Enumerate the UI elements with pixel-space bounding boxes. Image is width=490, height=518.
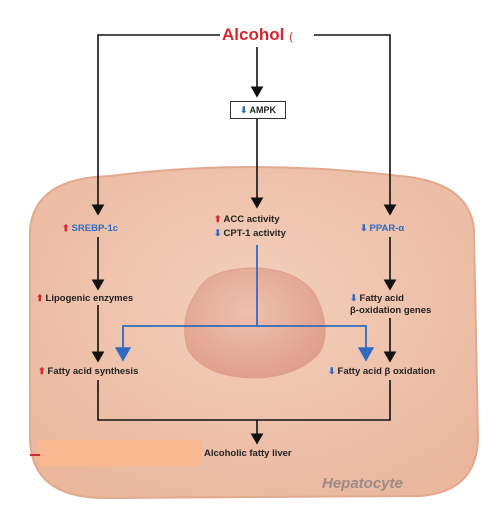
cpt1-node: ⬇CPT-1 activity — [214, 227, 286, 240]
alcohol-label: Alcohol ( — [220, 25, 295, 47]
oxidation-genes-label-2: β-oxidation genes — [350, 305, 432, 316]
down-arrow-icon: ⬇ — [360, 223, 368, 233]
oxidation-label: Fatty acid β oxidation — [337, 366, 436, 377]
ampk-label: AMPK — [249, 105, 277, 115]
outcome-node: Alcoholic fatty liver — [204, 448, 292, 460]
blue-path-left — [114, 325, 257, 362]
up-arrow-icon: ⬆ — [214, 214, 222, 224]
blue-path-right — [257, 325, 375, 362]
down-arrow-icon: ⬇ — [350, 293, 358, 303]
srebp-label: SREBP-1c — [71, 223, 119, 234]
redaction-block — [38, 440, 202, 466]
acc-node: ⬆ACC activity — [214, 213, 280, 226]
synthesis-node: ⬆Fatty acid synthesis — [38, 365, 138, 378]
alcohol-mark: ( — [289, 31, 293, 43]
outcome-label: Alcoholic fatty liver — [204, 448, 292, 459]
up-arrow-icon: ⬆ — [38, 366, 46, 376]
acc-label: ACC activity — [223, 214, 280, 225]
oxidation-genes-label-1: Fatty acid — [359, 293, 404, 304]
red-mark — [30, 454, 40, 456]
alcohol-text: Alcohol — [222, 25, 285, 44]
cpt1-label: CPT-1 activity — [223, 228, 286, 239]
up-arrow-icon: ⬆ — [36, 293, 44, 303]
ampk-box: ⬇AMPK — [230, 101, 286, 119]
ppar-label: PPAR-α — [369, 223, 405, 234]
synthesis-label: Fatty acid synthesis — [47, 366, 139, 377]
down-arrow-icon: ⬇ — [214, 228, 222, 238]
connector-alcohol-right — [314, 34, 397, 216]
ppar-node: ⬇PPAR-α — [360, 222, 404, 235]
up-arrow-icon: ⬆ — [62, 223, 70, 233]
down-arrow-icon: ⬇ — [239, 105, 248, 115]
connector-alcohol-left — [91, 34, 222, 216]
lipogenic-node: ⬆Lipogenic enzymes — [36, 292, 133, 305]
oxidation-genes-node: ⬇Fatty acid β-oxidation genes — [350, 292, 431, 317]
hepatocyte-label: Hepatocyte — [322, 475, 403, 492]
connector-left-outcome — [97, 380, 257, 421]
lipogenic-label: Lipogenic enzymes — [45, 293, 134, 304]
oxidation-node: ⬇Fatty acid β oxidation — [328, 365, 435, 378]
nucleus — [184, 267, 326, 379]
connector-right-outcome — [257, 380, 391, 421]
srebp-node: ⬆SREBP-1c — [62, 222, 118, 235]
down-arrow-icon: ⬇ — [328, 366, 336, 376]
